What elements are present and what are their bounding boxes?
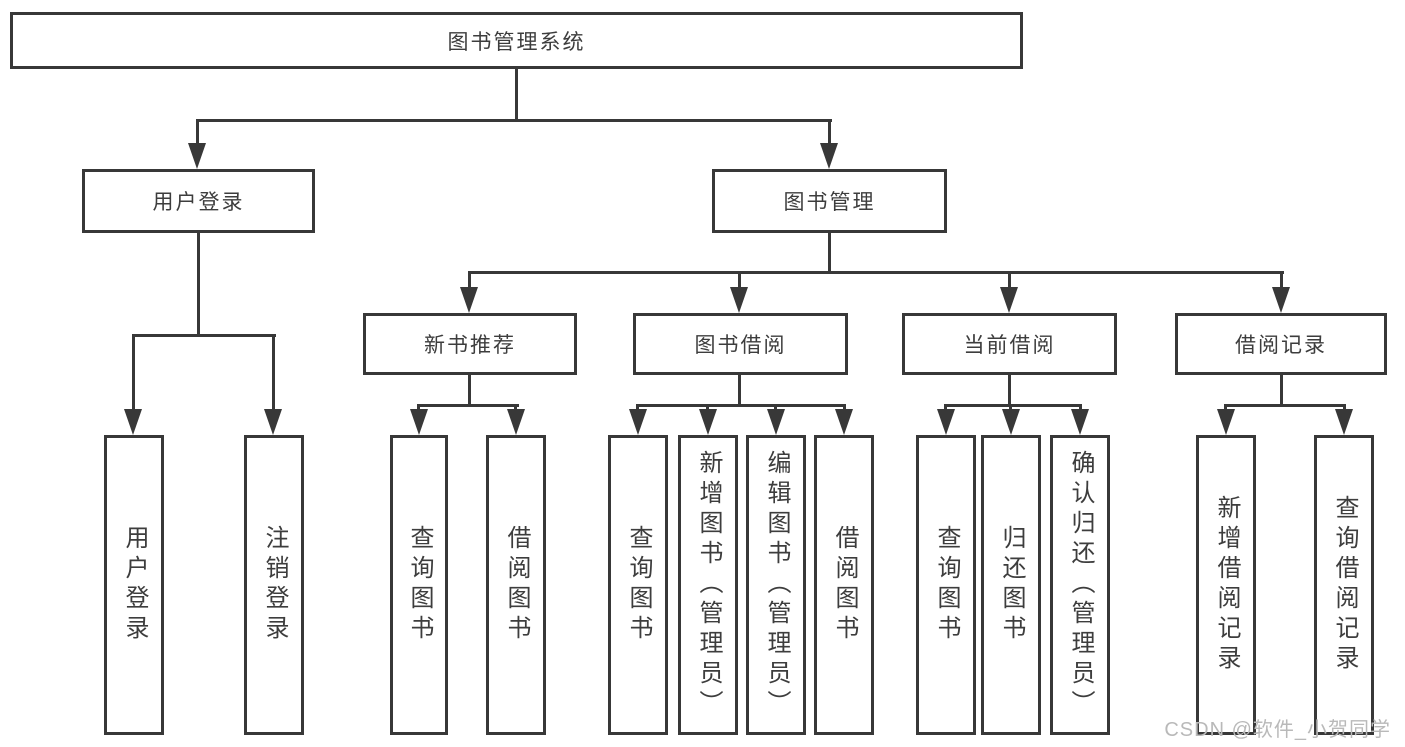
connector-line (1009, 404, 1012, 412)
leaf-add-borrow-record: 新增借阅记录 (1196, 435, 1256, 735)
connector-line (468, 271, 1284, 274)
csdn-watermark: CSDN @软件_小贺同学 (1164, 719, 1391, 741)
leaf-confirm-return-admin: 确认归还（管理员） (1050, 435, 1110, 735)
arrow-down-icon (767, 409, 785, 435)
connector-line (1343, 404, 1346, 412)
connector-line (197, 233, 200, 337)
arrow-down-icon (730, 287, 748, 313)
arrow-down-icon (937, 409, 955, 435)
arrow-down-icon (820, 143, 838, 169)
connector-line (1008, 375, 1011, 407)
connector-line (196, 119, 832, 122)
arrow-down-icon (629, 409, 647, 435)
connector-line (738, 271, 741, 289)
arrow-down-icon (699, 409, 717, 435)
leaf-query-books-current: 查询图书 (916, 435, 976, 735)
connector-line (417, 404, 519, 407)
arrow-down-icon (264, 409, 282, 435)
arrow-down-icon (1071, 409, 1089, 435)
node-book-borrowing: 图书借阅 (633, 313, 848, 375)
connector-line (636, 404, 639, 412)
connector-line (514, 404, 517, 412)
leaf-logout: 注销登录 (244, 435, 304, 735)
node-book-management: 图书管理 (712, 169, 947, 233)
connector-line (706, 404, 709, 412)
connector-line (1224, 404, 1227, 412)
connector-line (828, 119, 831, 147)
connector-line (515, 69, 518, 121)
arrow-down-icon (1272, 287, 1290, 313)
connector-line (272, 334, 275, 410)
arrow-down-icon (188, 143, 206, 169)
leaf-add-books-admin: 新增图书（管理员） (678, 435, 738, 735)
leaf-query-books-rec: 查询图书 (390, 435, 448, 735)
connector-line (468, 375, 471, 407)
connector-line (468, 271, 471, 289)
arrow-down-icon (507, 409, 525, 435)
connector-line (1280, 271, 1283, 289)
connector-line (1224, 404, 1346, 407)
connector-line (132, 334, 276, 337)
leaf-return-books: 归还图书 (981, 435, 1041, 735)
connector-line (1079, 404, 1082, 412)
leaf-user-login: 用户登录 (104, 435, 164, 735)
leaf-borrow-books-rec: 借阅图书 (486, 435, 546, 735)
leaf-query-books-borrow: 查询图书 (608, 435, 668, 735)
node-library-management-system: 图书管理系统 (10, 12, 1023, 69)
node-new-book-recommendation: 新书推荐 (363, 313, 577, 375)
arrow-down-icon (835, 409, 853, 435)
node-current-borrowing: 当前借阅 (902, 313, 1117, 375)
node-user-login: 用户登录 (82, 169, 315, 233)
connector-line (1280, 375, 1283, 407)
node-borrowing-records: 借阅记录 (1175, 313, 1387, 375)
connector-line (738, 375, 741, 407)
connector-line (417, 404, 420, 412)
arrow-down-icon (1217, 409, 1235, 435)
leaf-edit-books-admin: 编辑图书（管理员） (746, 435, 806, 735)
connector-line (944, 404, 1082, 407)
connector-line (944, 404, 947, 412)
connector-line (774, 404, 777, 412)
leaf-borrow-books: 借阅图书 (814, 435, 874, 735)
arrow-down-icon (410, 409, 428, 435)
arrow-down-icon (1002, 409, 1020, 435)
connector-line (843, 404, 846, 412)
arrow-down-icon (460, 287, 478, 313)
connector-line (1008, 271, 1011, 289)
arrow-down-icon (1335, 409, 1353, 435)
connector-line (636, 404, 846, 407)
connector-line (828, 233, 831, 273)
leaf-query-borrow-record: 查询借阅记录 (1314, 435, 1374, 735)
arrow-down-icon (124, 409, 142, 435)
connector-line (196, 119, 199, 147)
arrow-down-icon (1000, 287, 1018, 313)
connector-line (132, 334, 135, 410)
